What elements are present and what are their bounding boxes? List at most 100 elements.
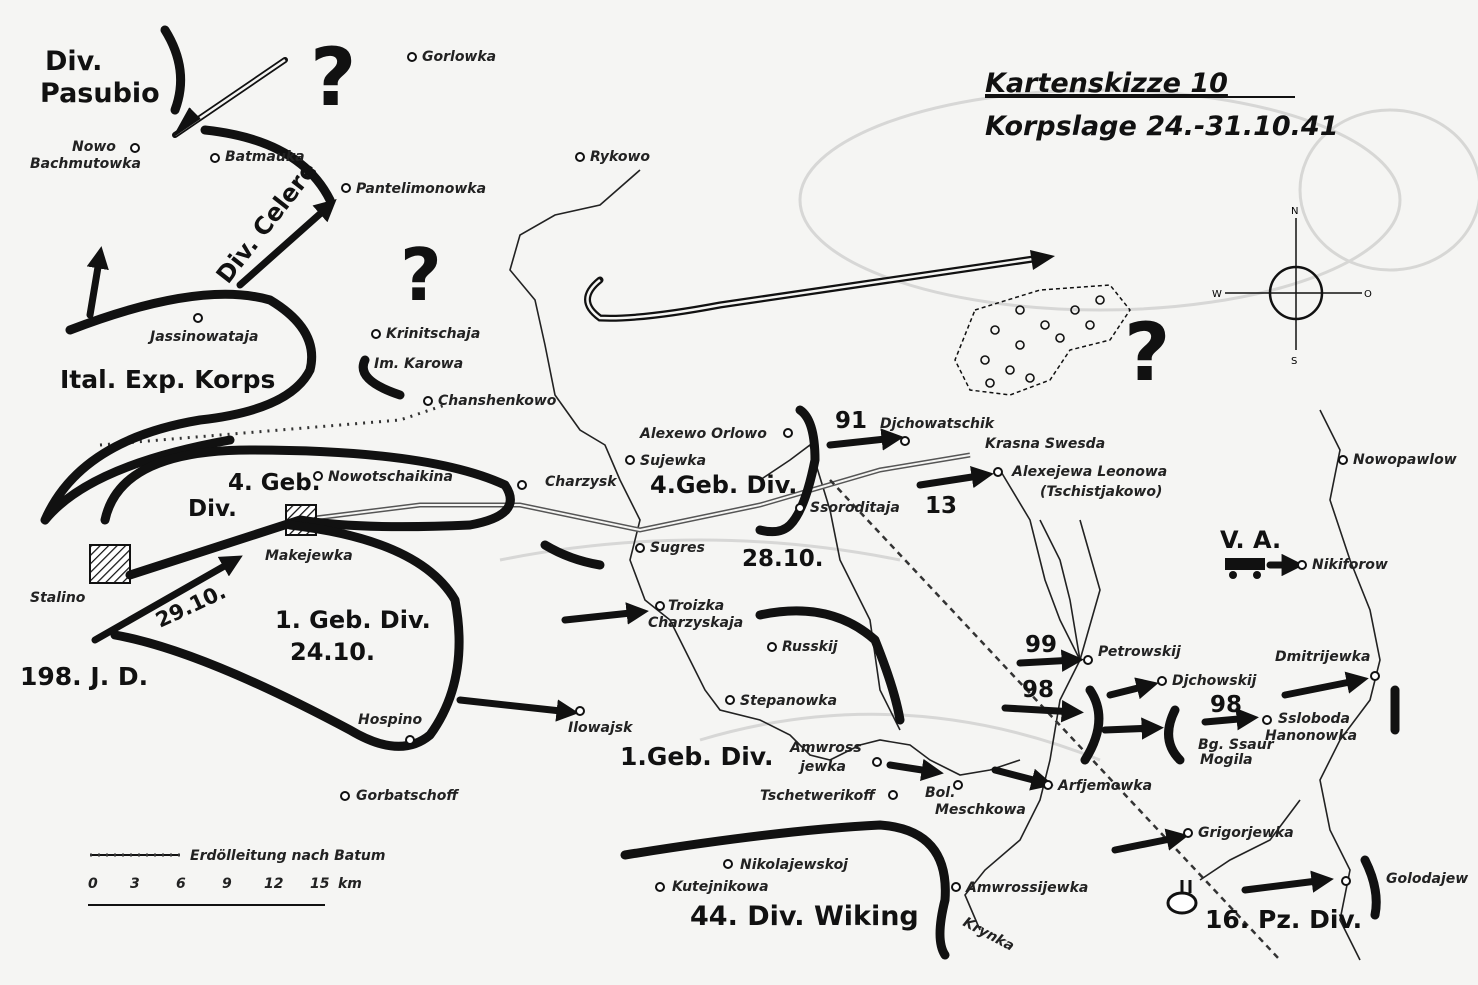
- river-west: [509, 169, 1021, 776]
- town-ssoroditaja: Ssoroditaja: [810, 500, 900, 516]
- unit-98-west: 98: [1022, 677, 1054, 703]
- arrow-91: [826, 428, 904, 451]
- river-central: [759, 443, 901, 731]
- town-russkij: Russkij: [782, 639, 838, 655]
- town-ilowajsk: Ilowajsk: [568, 720, 634, 736]
- towns: Gorlowka Nowo Bachmutowka Batmauka Pante…: [30, 49, 1468, 955]
- town-dmitrijewka: Dmitrijewka: [1275, 649, 1370, 665]
- arrow-13: [916, 465, 994, 489]
- unit-va: V. A.: [1220, 526, 1281, 554]
- town-troizka-1: Troizka: [668, 598, 724, 614]
- unit-1geb-center-2: 24.10.: [290, 638, 375, 666]
- unit-98-east: 98: [1210, 692, 1242, 718]
- front-sloboda: [1164, 705, 1185, 765]
- arrow-amwross: [886, 758, 944, 782]
- unit-4geb-west-1: 4. Geb.: [228, 470, 320, 496]
- unit-16pz: 16. Pz. Div.: [1205, 905, 1362, 934]
- map-title: Kartenskizze 10: [985, 68, 1228, 99]
- unit-ital: Ital. Exp. Korps: [60, 365, 275, 394]
- front-wiking: [620, 820, 950, 960]
- compass-s: S: [1291, 356, 1297, 367]
- tank-icon: [1166, 880, 1198, 915]
- town-nowo-bachmutowka-1: Nowo: [72, 139, 116, 155]
- forest-area: [954, 284, 1131, 396]
- ghost-background: [499, 88, 1478, 762]
- town-amwrossijewka-2: jewka: [798, 759, 846, 775]
- town-krasna-swesda: Krasna Swesda: [985, 436, 1105, 452]
- town-nowo-bachmutowka-2: Bachmutowka: [30, 156, 141, 172]
- scale-tick-9: 9: [222, 876, 232, 892]
- scale-tick-0: 0: [88, 876, 98, 892]
- town-djchowatschik: Djchowatschik: [880, 416, 996, 432]
- town-sujewka: Sujewka: [640, 453, 706, 469]
- town-djchowskij: Djchowskij: [1172, 673, 1257, 689]
- town-amwrossijewka-1: Amwross: [789, 740, 862, 756]
- rivers: [509, 169, 1381, 961]
- legend: Erdölleitung nach Batum 0 3 6 9 12 15 km: [88, 848, 385, 906]
- town-sloboda-1: Ssloboda: [1278, 711, 1350, 727]
- scale-tick-6: 6: [176, 876, 186, 892]
- town-troizka-2: Charzyskaja: [648, 615, 743, 631]
- town-gorbatschoff: Gorbatschoff: [356, 788, 459, 804]
- compass-w: W: [1212, 289, 1222, 300]
- front-golodajew: [1360, 855, 1381, 920]
- arrow-arfjemowka: [991, 766, 1054, 791]
- arrow-2910: [91, 555, 243, 644]
- arrow-golodajew: [1241, 870, 1334, 894]
- scale-tick-15: 15: [310, 876, 330, 892]
- arrow-grigorjewka: [1111, 828, 1189, 854]
- town-nikiforow: Nikiforow: [1312, 557, 1388, 573]
- compass-rose-icon: N S W O: [1212, 206, 1372, 367]
- question-mark-north: ?: [310, 31, 356, 124]
- town-nowopawlow: Nowopawlow: [1353, 452, 1457, 468]
- front-1geb-south: [755, 606, 905, 725]
- arrow-98-west: [1001, 700, 1084, 723]
- town-batmauka: Batmauka: [225, 149, 305, 165]
- unit-4geb-east: 4.Geb. Div.: [650, 471, 797, 499]
- town-grigorjewka: Grigorjewka: [1198, 825, 1294, 841]
- town-stepanowka: Stepanowka: [740, 693, 837, 709]
- front-pasubio: [160, 25, 186, 115]
- arrow-dmitrijewka: [1281, 671, 1369, 699]
- scale-tick-12: 12: [264, 876, 283, 892]
- town-krynka: Krynka: [960, 914, 1017, 954]
- town-bol-meschkowa-1: Bol.: [925, 785, 955, 801]
- legend-pipeline-label: Erdölleitung nach Batum: [190, 848, 385, 864]
- town-saur-mogila-1: Bg. Ssaur: [1198, 737, 1275, 753]
- double-arrows: [172, 57, 1055, 322]
- town-charzysk: Charzysk: [545, 474, 618, 490]
- unit-13: 13: [925, 493, 957, 519]
- arrow-troizka: [561, 602, 649, 625]
- river-east: [1319, 409, 1381, 961]
- scale-tick-3: 3: [130, 876, 140, 892]
- town-nowotschaikina: Nowotschaikina: [328, 469, 453, 485]
- front-ital-loop: [40, 289, 317, 525]
- arrow-ilowajsk: [456, 696, 579, 722]
- town-krinitschaja: Krinitschaja: [386, 326, 480, 342]
- town-sugres: Sugres: [650, 540, 705, 556]
- town-rykowo: Rykowo: [590, 149, 650, 165]
- town-arfjemowka: Arfjemowka: [1057, 778, 1152, 794]
- unit-99: 99: [1025, 632, 1057, 658]
- arrow-98-east: [1101, 717, 1164, 740]
- unit-1geb-south: 1.Geb. Div.: [620, 742, 774, 771]
- unit-date-2810: 28.10.: [742, 546, 824, 572]
- town-alexewo-orlowo: Alexewo Orlowo: [639, 426, 767, 442]
- front-lines: [40, 25, 1400, 960]
- unit-pasubio-1: Div.: [45, 46, 102, 77]
- unit-4geb-west-2: Div.: [188, 496, 237, 522]
- town-alexejewa-leonowa: Alexejewa Leonowa: [1011, 464, 1167, 480]
- front-sugres-arc: [540, 540, 605, 570]
- question-mark-center: ?: [400, 233, 442, 317]
- compass-o: O: [1364, 289, 1372, 300]
- stalino-city: [89, 544, 131, 584]
- town-saur-mogila-2: Mogila: [1200, 752, 1253, 768]
- town-chanshenkowo: Chanshenkowo: [438, 393, 557, 409]
- arrow-djchowskij: [1106, 677, 1159, 700]
- front-4geb-east: [755, 405, 820, 537]
- river-krynka: [964, 469, 1081, 931]
- town-golodajew: Golodajew: [1386, 871, 1468, 887]
- river-tributary-2: [1079, 519, 1101, 661]
- front-celere-arc: [200, 125, 335, 205]
